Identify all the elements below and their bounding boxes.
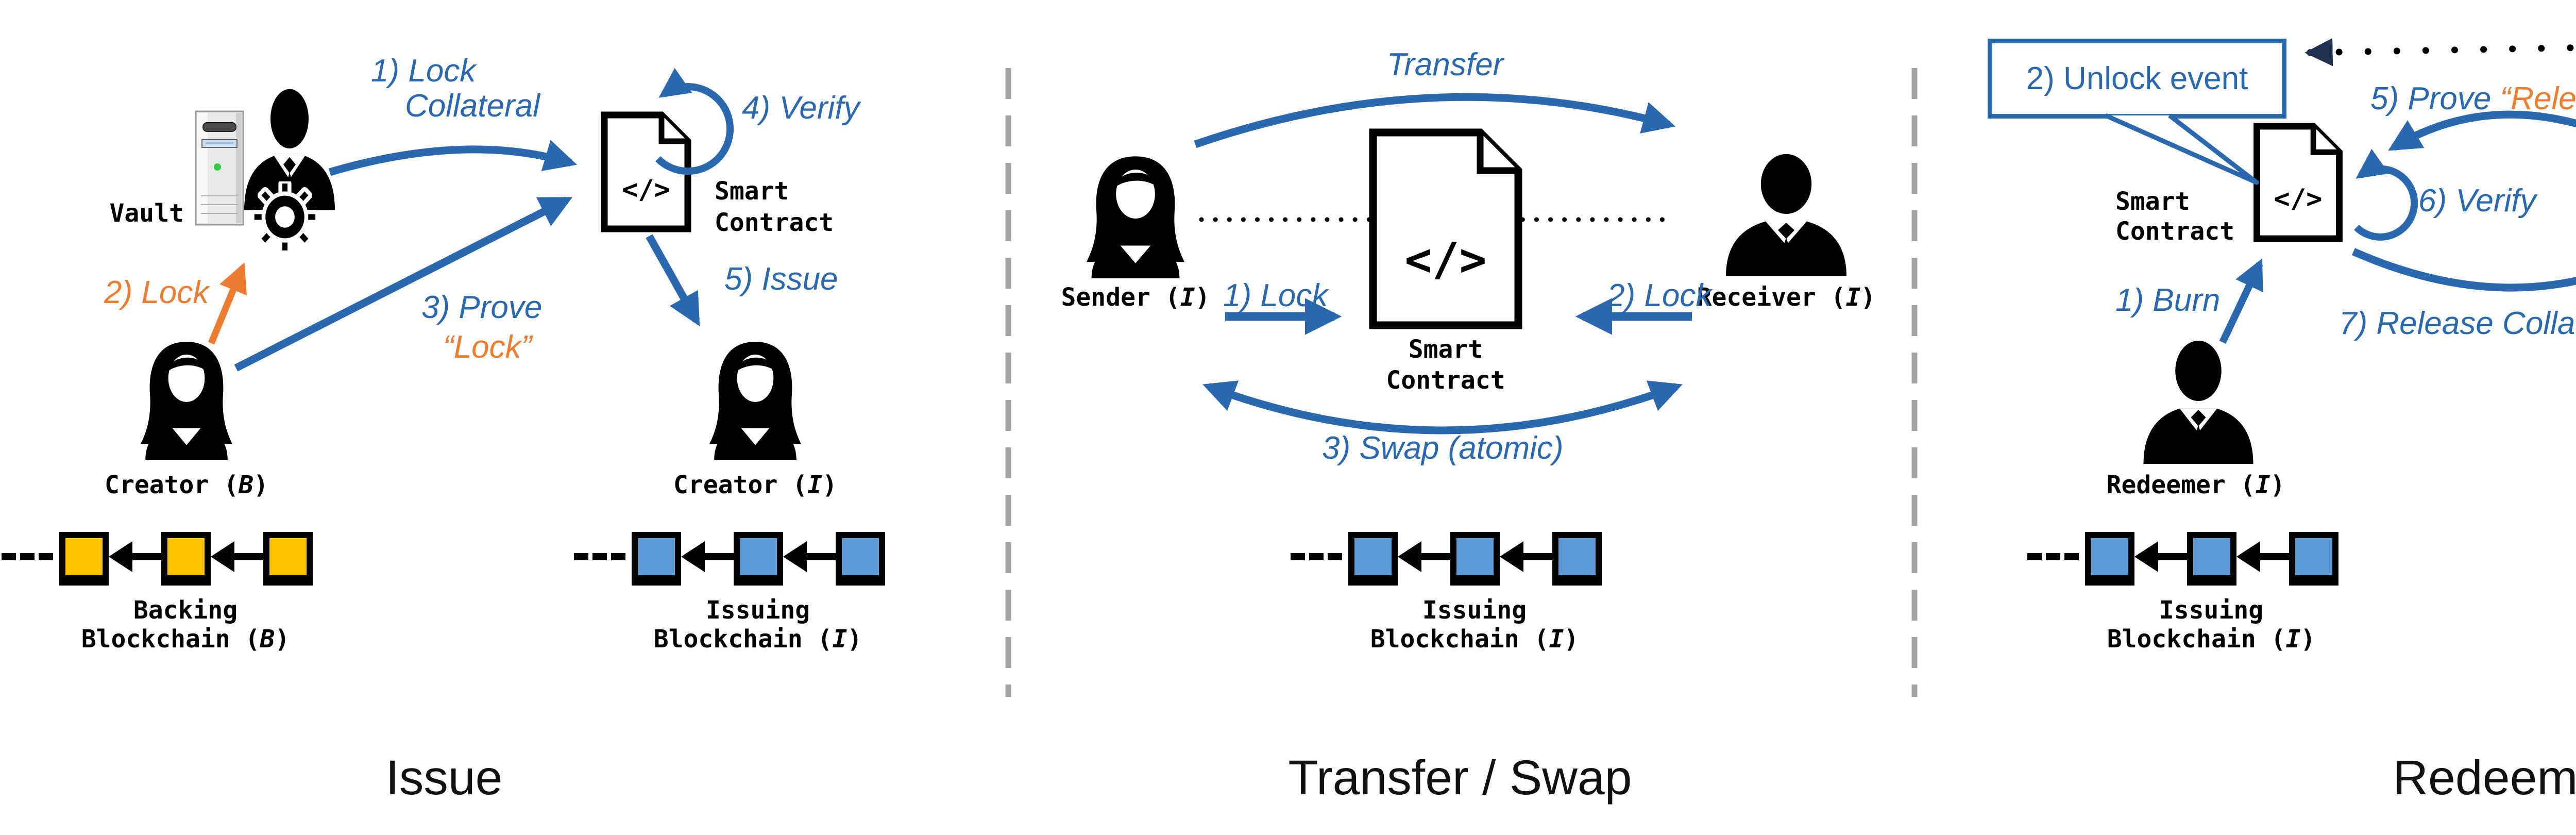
chain-link-arrow [681,541,734,572]
vault-label: Vault [109,199,184,228]
gear-icon [252,181,317,255]
step-lock-receiver-label: 2) Lock [1607,278,1712,313]
block [161,532,211,581]
chain-tail-dashes [574,553,625,560]
chain-link-arrow [2134,541,2187,572]
backing-blockchain-label: Backing Blockchain (B) [81,596,290,654]
block [2289,532,2338,581]
chain-link-arrow [1398,541,1450,572]
step-lock-label: 2) Lock [104,275,209,310]
vault-server-icon [195,110,244,228]
creator-b-label: Creator (B) [105,471,268,499]
block [1348,532,1398,581]
redeemer-i-icon [2136,338,2261,466]
backing-blockchain-b [2,530,313,583]
witness-dotted-line [2304,38,2576,66]
chain-link-arrow [109,541,161,572]
creator-i-icon [697,338,814,462]
step-verify-label: 4) Verify [742,90,860,126]
receiver-label: Receiver (I) [1697,283,1876,312]
step-release-collateral-label: 7) Release Collateral [2339,306,2576,341]
issuing-blockchain-i [574,530,885,583]
issuing-blockchain-label: Issuing Blockchain (I) [653,596,862,654]
creator-b-icon [128,338,245,462]
panel-caption-redeem: Redeem [2393,750,2576,805]
sender-label: Sender (I) [1061,283,1210,312]
sender-icon [1073,153,1198,281]
smart-contract-label: Smart Contract [2115,187,2235,246]
step-lock-sender-label: 1) Lock [1223,278,1328,313]
block [836,532,885,581]
block [1450,532,1500,581]
redeemer-i-label: Redeemer (I) [2106,471,2285,499]
block [2187,532,2236,581]
block [2085,532,2134,581]
code-glyph: </> [2274,183,2323,214]
block [632,532,681,581]
step-swap-label: 3) Swap (atomic) [1322,430,1564,466]
block [734,532,783,581]
receiver-icon [1718,152,1855,279]
step-verify-label: 6) Verify [2418,183,2536,219]
smart-contract-label: Smart Contract [715,177,834,237]
chain-tail-dashes [1291,553,1342,560]
chain-tail-dashes [2,553,53,560]
issuing-blockchain-i [1291,530,1602,583]
issuing-blockchain-label: Issuing Blockchain (I) [2107,596,2316,654]
issuing-blockchain-label: Issuing Blockchain (I) [1370,596,1579,654]
block [59,532,109,581]
panel-caption-issue: Issue [385,750,503,805]
smart-contract-icon [601,111,691,235]
transfer-arc-label: Transfer [1387,47,1504,82]
step-burn-label: 1) Burn [2115,282,2221,318]
step-lock-collateral-label: 1) Lock Collateral [371,53,540,124]
step-prove-label: 3) Prove [421,290,543,325]
panel-caption-transfer-swap: Transfer / Swap [1288,750,1632,805]
chain-tail-dashes [2027,553,2079,560]
chain-link-arrow [1500,541,1552,572]
chain-link-arrow [783,541,836,572]
creator-i-label: Creator (I) [673,471,837,499]
smart-contract-label: Smart Contract [1386,335,1505,395]
block [1552,532,1602,581]
chain-link-arrow [211,541,263,572]
smart-contract-icon [1369,128,1522,332]
chain-link-arrow [2236,541,2289,572]
step-prove-quote-label: “Lock” [443,329,532,365]
code-glyph: </> [622,174,670,205]
issuing-blockchain-i [2027,530,2338,583]
unlock-event-callout: 2) Unlock event [1988,39,2286,119]
step-issue-label: 5) Issue [724,261,838,297]
block [263,532,313,581]
step-prove-release-label: 5) Prove “Release” [2370,81,2576,116]
code-glyph: </> [1404,233,1487,286]
